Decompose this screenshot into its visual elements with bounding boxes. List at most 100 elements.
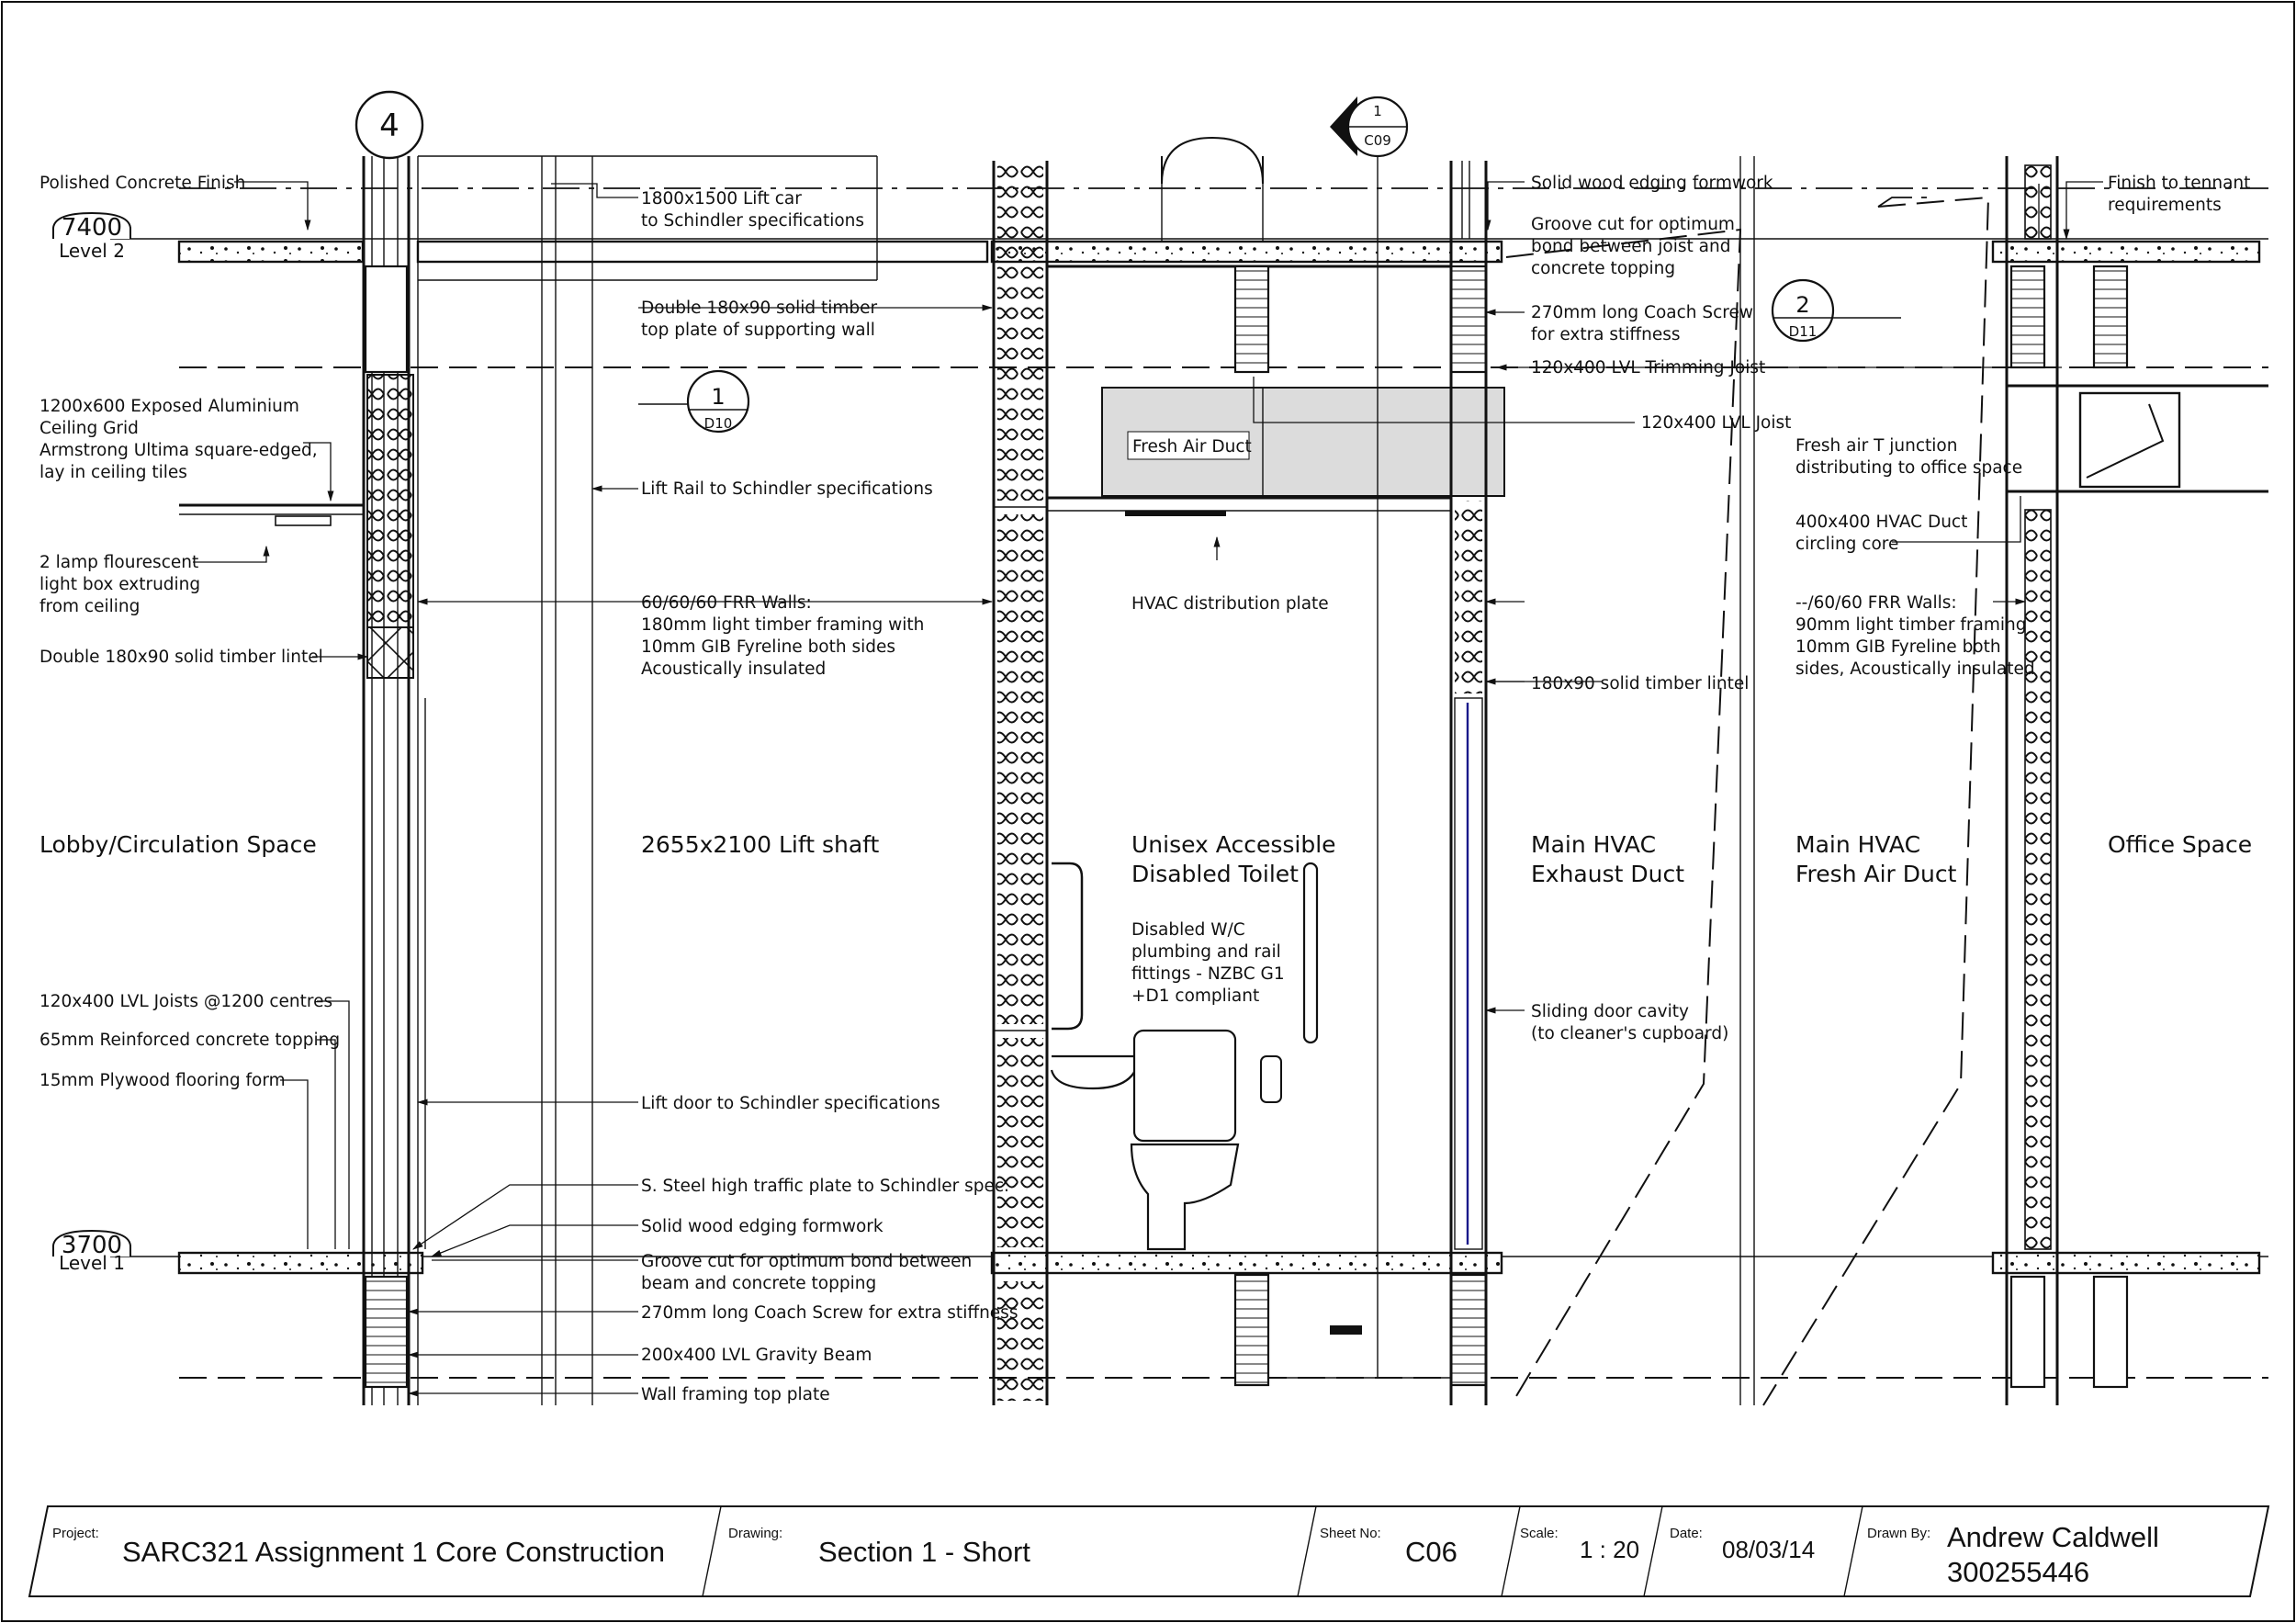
label-trimming-joist: 120x400 LVL Trimming Joist (1531, 358, 1765, 378)
label-groove-left-2: beam and concrete topping (641, 1274, 876, 1293)
space-fresh-air-line1: Main HVAC (1795, 831, 1920, 858)
space-exhaust-line2: Exhaust Duct (1531, 861, 1684, 887)
level2-name: Level 2 (59, 240, 125, 262)
date-value: 08/03/14 (1722, 1536, 1816, 1563)
toilet-pan (1130, 1143, 1240, 1251)
toilet-ceiling-structure (1047, 136, 1505, 516)
label-sliding-door-1: Sliding door cavity (1531, 1002, 1689, 1021)
label-edging-left: Solid wood edging formwork (641, 1217, 884, 1236)
label-disabled-wc-2: plumbing and rail (1131, 942, 1281, 962)
label-hvac-duct-1: 400x400 HVAC Duct (1795, 513, 1967, 532)
section-marker: 1 C09 (1330, 96, 1409, 1378)
label-lift-car-2: to Schindler specifications (641, 211, 864, 231)
space-lift-shaft: 2655x2100 Lift shaft (641, 831, 880, 858)
label-fresh-air-duct: Fresh Air Duct (1132, 437, 1252, 456)
label-ceiling-grid-3: Armstrong Ultima square-edged, (39, 441, 318, 460)
label-disabled-wc-3: fittings - NZBC G1 (1131, 964, 1285, 984)
label-t-junction-1: Fresh air T junction (1795, 436, 1957, 456)
label-groove-right-3: concrete topping (1531, 259, 1675, 278)
sheet-number: C06 (1405, 1536, 1458, 1568)
level2-slab (177, 240, 2261, 264)
label-disabled-wc-4: +D1 compliant (1131, 986, 1259, 1006)
leader-lines (193, 181, 2103, 1397)
label-light-box-1: 2 lamp flourescent (39, 553, 198, 572)
label-lift-door: Lift door to Schindler specifications (641, 1094, 940, 1113)
office-wall (1877, 156, 2268, 1405)
section-marker-sheet: C09 (1364, 132, 1391, 149)
grab-rail (1302, 862, 1319, 1044)
callout-d11: 2 D11 (1771, 278, 1901, 343)
space-fresh-air-line2: Fresh Air Duct (1795, 861, 1957, 887)
callout-d10: 1 D10 (638, 369, 750, 434)
callout-d10-sheet: D10 (704, 415, 733, 432)
label-coach-screw-right-2: for extra stiffness (1531, 325, 1681, 344)
lobby-ceiling (179, 503, 364, 526)
label-lintel-left: Double 180x90 solid timber lintel (39, 648, 323, 667)
label-frr-right-4: sides, Acoustically insulated (1795, 659, 2035, 679)
callout-d11-number: 2 (1795, 292, 1809, 318)
callout-d10-number: 1 (711, 384, 725, 410)
label-concrete-topping: 65mm Reinforced concrete topping (39, 1031, 340, 1050)
basin (1050, 1054, 1141, 1090)
project-name: SARC321 Assignment 1 Core Construction (122, 1536, 666, 1568)
label-hvac-duct-2: circling core (1795, 535, 1898, 554)
fresh-air-duct-outline (1762, 196, 1990, 1406)
space-toilet-line2: Disabled Toilet (1131, 861, 1299, 887)
label-wall-top-plate: Wall framing top plate (641, 1385, 830, 1404)
fresh-air-duct-label-box (1127, 431, 1250, 460)
space-lobby: Lobby/Circulation Space (39, 831, 317, 858)
label-frr-left-2: 180mm light timber framing with (641, 615, 924, 635)
label-t-junction-2: distributing to office space (1795, 458, 2022, 478)
exhaust-duct-outline (1505, 228, 1742, 1406)
label-top-plate-2: top plate of supporting wall (641, 321, 875, 340)
project-label: Project: (52, 1526, 99, 1541)
label-disabled-wc-1: Disabled W/C (1131, 920, 1245, 940)
label-lift-rail: Lift Rail to Schindler specifications (641, 479, 933, 499)
drawn-by-name: Andrew Caldwell (1947, 1521, 2159, 1553)
label-lvl-joist: 120x400 LVL Joist (1641, 413, 1791, 433)
lift-shaft-lines (418, 155, 878, 1405)
label-frr-left-4: Acoustically insulated (641, 659, 826, 679)
label-coach-screw-right-1: 270mm long Coach Screw (1531, 303, 1753, 322)
label-lift-car-1: 1800x1500 Lift car (641, 189, 802, 209)
space-exhaust-line1: Main HVAC (1531, 831, 1656, 858)
level2-value: 7400 (62, 214, 122, 242)
level1-slab (177, 1251, 2261, 1275)
title-block-frame (28, 1505, 2270, 1597)
label-frr-left-3: 10mm GIB Fyreline both sides (641, 637, 895, 657)
label-tenant-finish-1: Finish to tennant (2108, 174, 2250, 193)
label-lvl-joists: 120x400 LVL Joists @1200 centres (39, 992, 332, 1011)
label-coach-screw-left: 270mm long Coach Screw for extra stiffne… (641, 1303, 1018, 1323)
level1-marker: 3700 Level 1 (52, 1229, 131, 1274)
grid-number: 4 (379, 107, 400, 144)
toilet-roll-holder (1260, 1055, 1282, 1103)
drawn-by-id: 300255446 (1947, 1556, 2090, 1588)
scale-value: 1 : 20 (1580, 1536, 1640, 1563)
toilet-left-wall (992, 161, 1049, 1405)
drawing-label: Drawing: (728, 1526, 783, 1541)
space-toilet-line1: Unisex Accessible (1131, 831, 1336, 858)
label-hvac-plate: HVAC distribution plate (1131, 594, 1329, 614)
level1-value: 3700 (62, 1232, 122, 1259)
toilet-floor-beams (1233, 1273, 1488, 1387)
label-frr-left-1: 60/60/60 FRR Walls: (641, 593, 812, 613)
left-core-wall (362, 156, 419, 1405)
label-lintel-right: 180x90 solid timber lintel (1531, 674, 1749, 693)
scale-label: Scale: (1520, 1526, 1559, 1541)
label-groove-right-2: bond between joist and (1531, 237, 1730, 256)
label-polished-concrete: Polished Concrete Finish (39, 174, 245, 193)
label-top-plate-1: Double 180x90 solid timber (641, 299, 878, 318)
toilet-fixtures (1050, 862, 1362, 1335)
label-frr-right-1: --/60/60 FRR Walls: (1795, 593, 1957, 613)
space-office: Office Space (2108, 831, 2252, 858)
label-edging-right: Solid wood edging formwork (1531, 174, 1773, 193)
date-label: Date: (1670, 1526, 1703, 1541)
drawn-by-label: Drawn By: (1867, 1526, 1931, 1541)
label-ceiling-grid-4: lay in ceiling tiles (39, 463, 187, 482)
drawing-name: Section 1 - Short (818, 1536, 1030, 1568)
toilet-cistern (1132, 1029, 1237, 1143)
level1-name: Level 1 (59, 1252, 125, 1274)
label-tenant-finish-2: requirements (2108, 196, 2222, 215)
label-frr-right-2: 90mm light timber framing (1795, 615, 2026, 635)
